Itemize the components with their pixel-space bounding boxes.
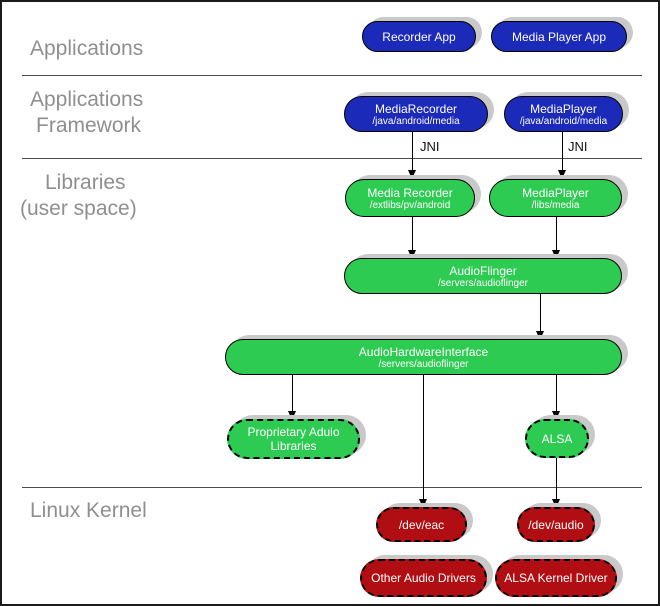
jni-label-left: JNI <box>420 139 440 154</box>
node-media-recorder-library-path: /extlibs/pv/android <box>369 199 451 211</box>
node-mediaplayer-framework: MediaPlayer /java/android/media <box>504 96 623 132</box>
connector-ahi-to-proprietary <box>288 375 296 420</box>
node-mediaplayer-library-path: /libs/media <box>531 199 580 211</box>
connector-mediaplayer-to-audioflinger <box>552 217 560 259</box>
node-mediaplayer-library-title: MediaPlayer <box>522 185 589 200</box>
node-audiohardwareinterface: AudioHardwareInterface /servers/audiofli… <box>225 339 622 375</box>
node-audioflinger-title: AudioFlinger <box>449 263 517 278</box>
section-label-libraries-line2: (user space) <box>20 197 137 220</box>
node-media-player-app-title: Media Player App <box>511 29 607 44</box>
connector-mediaplayer-jni <box>558 132 566 179</box>
node-mediarecorder-framework-path: /java/android/media <box>372 115 460 127</box>
node-alsa-title: ALSA <box>541 431 573 446</box>
node-dev-audio: /dev/audio <box>517 507 595 542</box>
divider-framework-libraries <box>22 158 642 159</box>
node-mediaplayer-framework-path: /java/android/media <box>519 115 608 127</box>
section-label-linux-kernel-text: Linux Kernel <box>30 499 147 522</box>
node-other-audio-drivers-title: Other Audio Drivers <box>371 571 476 585</box>
node-alsa-kernel-driver-title: ALSA Kernel Driver <box>504 571 608 585</box>
node-proprietary-audio-libraries-line1: Proprietary Aduio <box>247 425 340 439</box>
node-mediarecorder-framework-title: MediaRecorder <box>374 101 458 116</box>
section-label-libraries-line1: Libraries <box>45 171 126 194</box>
connector-mediarecorder-jni <box>408 132 416 179</box>
section-label-applications-text: Applications <box>30 37 144 60</box>
node-media-recorder-library: Media Recorder /extlibs/pv/android <box>345 179 475 217</box>
section-label-applications-framework: Applications Framework <box>30 87 143 139</box>
section-label-linux-kernel: Linux Kernel <box>30 498 147 524</box>
connector-audioflinger-to-ahi <box>536 294 544 340</box>
node-alsa-kernel-driver: ALSA Kernel Driver <box>495 559 617 597</box>
node-mediaplayer-framework-title: MediaPlayer <box>530 101 597 116</box>
divider-libraries-kernel <box>22 487 642 488</box>
section-label-libraries: Libraries (user space) <box>20 170 137 222</box>
section-label-framework-line1: Applications <box>30 88 144 111</box>
connector-mediarecorder-to-audioflinger <box>408 217 416 259</box>
connector-alsa-to-dev-audio <box>552 458 560 508</box>
node-audioflinger: AudioFlinger /servers/audioflinger <box>344 258 622 294</box>
node-recorder-app-title: Recorder App <box>382 29 456 44</box>
node-dev-eac-title: /dev/eac <box>398 517 445 532</box>
node-mediaplayer-library: MediaPlayer /libs/media <box>489 179 622 217</box>
node-other-audio-drivers: Other Audio Drivers <box>360 559 487 597</box>
node-audiohardwareinterface-path: /servers/audioflinger <box>378 358 469 370</box>
node-proprietary-audio-libraries-line2: Libraries <box>270 439 317 453</box>
node-audiohardwareinterface-title: AudioHardwareInterface <box>358 344 489 359</box>
node-dev-audio-title: /dev/audio <box>528 517 584 532</box>
divider-applications-framework <box>22 75 642 76</box>
jni-label-right: JNI <box>568 139 588 154</box>
node-media-recorder-library-title: Media Recorder <box>367 185 453 200</box>
node-recorder-app: Recorder App <box>362 21 476 52</box>
node-proprietary-audio-libraries: Proprietary Aduio Libraries <box>227 419 360 459</box>
node-audioflinger-path: /servers/audioflinger <box>437 277 529 289</box>
node-alsa: ALSA <box>525 419 589 458</box>
node-dev-eac: /dev/eac <box>376 507 467 542</box>
connector-ahi-to-dev-eac <box>419 375 427 508</box>
section-label-framework-line2: Framework <box>36 114 142 137</box>
section-label-applications: Applications <box>30 36 143 62</box>
node-media-player-app: Media Player App <box>491 21 627 52</box>
connector-ahi-to-alsa <box>552 375 560 420</box>
node-mediarecorder-framework: MediaRecorder /java/android/media <box>344 96 488 132</box>
